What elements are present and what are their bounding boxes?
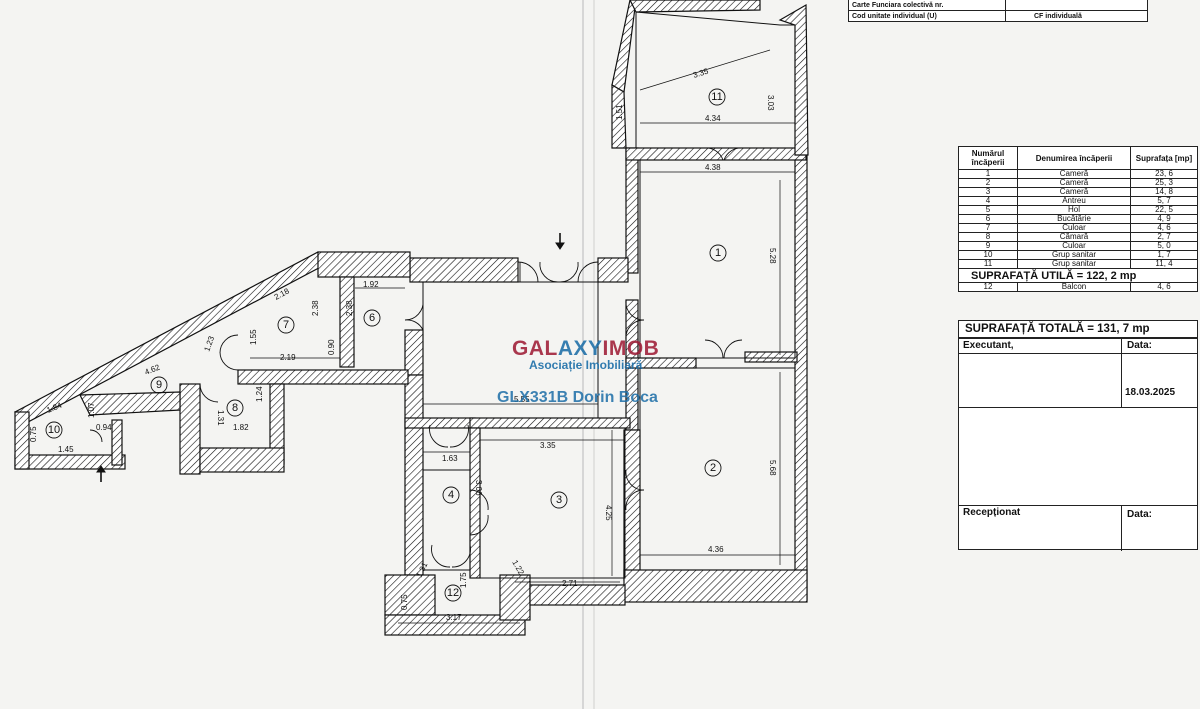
dimension-label: 3.17	[446, 613, 462, 622]
dimension-label: 1.75	[459, 572, 468, 588]
row-divider	[959, 505, 1197, 506]
useful-area-total: SUPRAFAȚĂ UTILĂ = 122, 2 mp	[958, 268, 1198, 283]
dimension-label: 1.63	[442, 454, 458, 463]
agency-watermark: GALAXYIMOB Asociație Imobiliară	[512, 337, 659, 372]
dimension-label: 3.06	[474, 480, 483, 496]
room-number-8: 8	[232, 402, 238, 414]
room-area-cell: 11, 4	[1130, 259, 1198, 269]
dimension-label: 1.92	[363, 280, 379, 289]
dimension-label: 1.23	[202, 334, 216, 352]
table-header-row: Numărul încăperii Denumirea încăperii Su…	[958, 146, 1198, 170]
room-number-1: 1	[715, 247, 721, 259]
row-divider	[959, 407, 1197, 408]
room-area-table: Numărul încăperii Denumirea încăperii Su…	[958, 146, 1198, 292]
receptionat-date-label: Data:	[1127, 509, 1153, 520]
dimension-label: 3.03	[766, 95, 775, 111]
dimension-label: 1.24	[255, 386, 264, 402]
dimension-label: 4.25	[604, 505, 613, 521]
watermark-subtitle: Asociație Imobiliară	[528, 358, 643, 372]
dimension-label: 3.35	[540, 441, 556, 450]
executant-date-label: Data:	[1127, 340, 1153, 351]
dimension-label: 2.38	[345, 300, 354, 316]
dimension-label: 4.38	[705, 163, 721, 172]
room-number-6: 6	[369, 312, 375, 324]
dimension-label: 0.90	[327, 339, 336, 355]
dimension-label: 4.62	[143, 362, 161, 376]
header-row-label: Cod unitate individual (U)	[848, 10, 1006, 22]
room-number-9: 9	[156, 379, 162, 391]
total-area: SUPRAFAȚĂ TOTALĂ = 131, 7 mp	[958, 320, 1198, 338]
watermark-logo-part: AXY	[557, 337, 603, 360]
room-number-7: 7	[283, 319, 289, 331]
walls	[13, 0, 809, 636]
dimension-label: 5.55	[514, 395, 530, 404]
room-number-10: 10	[48, 424, 60, 436]
entrance-arrow-icon	[96, 233, 565, 482]
table-row: 12 Balcon 4, 6	[958, 282, 1198, 292]
header-row-value	[1005, 0, 1148, 11]
dimension-label: 5.28	[768, 248, 777, 264]
dimension-label: 2.38	[311, 300, 320, 316]
dimension-label: 3.35	[692, 66, 710, 80]
dimension-label: 0.75	[400, 594, 409, 610]
watermark-logo: GALAXYIMOB	[512, 337, 659, 361]
room-number-11: 11	[711, 91, 722, 103]
room-numbers: 11 1 2 3 4 6 7 8 9 10 12	[48, 91, 723, 599]
room-name-cell: Grup sanitar	[1017, 259, 1131, 269]
watermark-logo-part: GAL	[512, 337, 558, 360]
dimension-label: 1.45	[58, 445, 74, 454]
room-number-cell: 12	[958, 282, 1018, 292]
room-name-cell: Balcon	[1017, 282, 1131, 292]
dimension-label: 5.68	[768, 460, 777, 476]
watermark-logo-part: IMOB	[602, 337, 660, 360]
dimension-label: 0.94	[96, 423, 112, 432]
room-number-2: 2	[710, 462, 716, 474]
room-number-cell: 11	[958, 259, 1018, 269]
header-table: Carte Funciara colectivă nr. Cod unitate…	[848, 0, 1148, 22]
column-header: Denumirea încăperii	[1017, 146, 1131, 170]
dimension-lines	[250, 49, 795, 624]
room-number-12: 12	[447, 587, 459, 599]
column-divider	[1121, 505, 1122, 551]
dimension-label: 1.22	[510, 559, 526, 577]
listing-code-watermark: GLX331B Dorin Boca	[497, 389, 658, 406]
doors	[89, 147, 743, 568]
dimension-label: 1.31	[216, 410, 225, 426]
interior-lines	[422, 11, 796, 579]
dimension-label: 1.82	[233, 423, 249, 432]
signature-block: Executant, Data: 18.03.2025 Recepționat …	[958, 338, 1198, 551]
column-header: Numărul încăperii	[958, 146, 1018, 170]
header-row-value: CF individuală	[1005, 10, 1148, 22]
dimension-label: 2.71	[562, 579, 578, 588]
room-number-4: 4	[448, 489, 454, 501]
dimension-label: 4.34	[705, 114, 721, 123]
row-divider	[959, 353, 1197, 354]
receptionat-label: Recepționat	[963, 507, 1021, 518]
dimension-label: 1.51	[615, 104, 624, 120]
executant-date-value: 18.03.2025	[1125, 387, 1176, 398]
executant-label: Executant,	[963, 340, 1014, 351]
dimension-label: 1.55	[249, 329, 258, 345]
room-number-3: 3	[556, 494, 562, 506]
dimension-label: 1.07	[87, 402, 96, 418]
room-labels	[45, 88, 727, 602]
column-header: Suprafața [mp]	[1130, 146, 1198, 170]
header-row-label: Carte Funciara colectivă nr.	[848, 0, 1006, 11]
room-area-cell: 4, 6	[1130, 282, 1198, 292]
dimension-label: 0.75	[29, 426, 38, 442]
dimension-label: 4.36	[708, 545, 724, 554]
dimension-label: 2.19	[280, 353, 296, 362]
useful-area-row: SUPRAFAȚĂ UTILĂ = 122, 2 mp	[958, 268, 1198, 283]
column-divider	[1121, 339, 1122, 407]
